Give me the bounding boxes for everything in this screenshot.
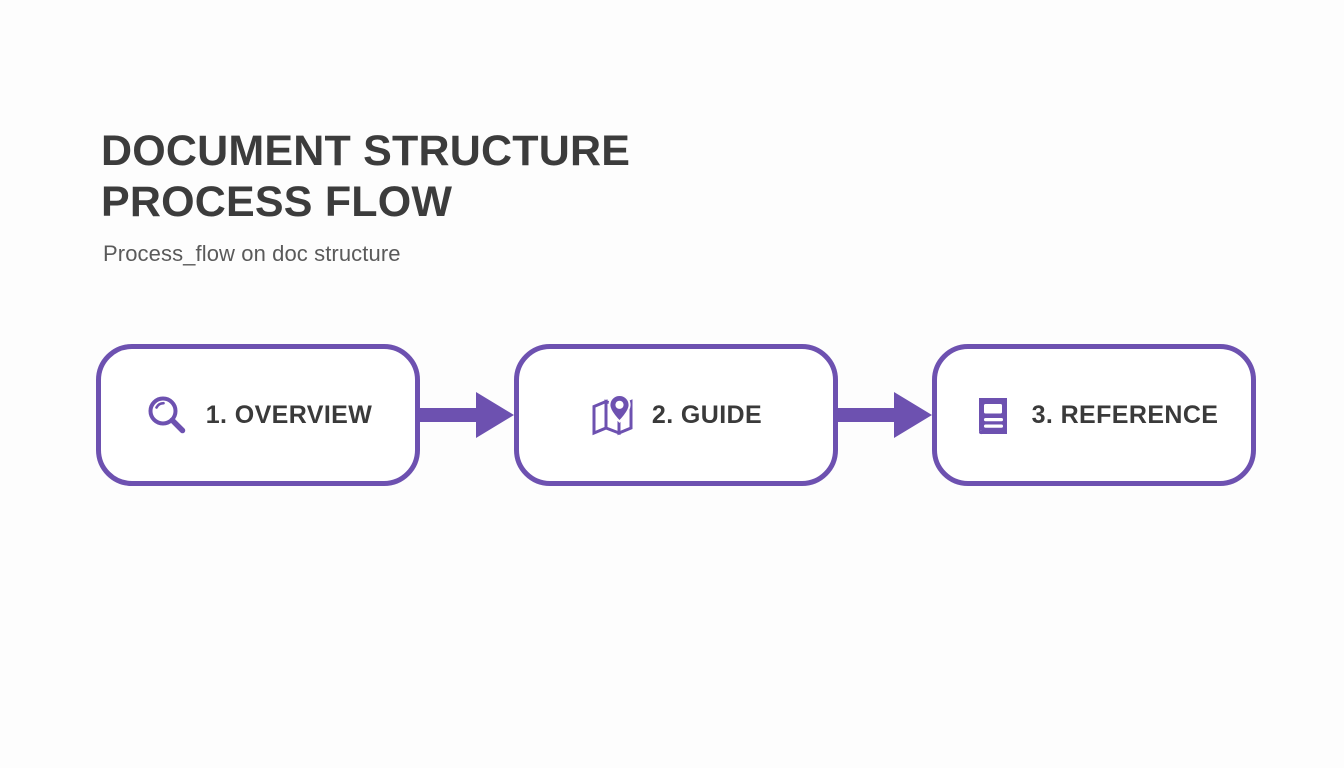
flow-arrow-2: [838, 390, 932, 440]
page-title: DOCUMENT STRUCTURE PROCESS FLOW: [101, 127, 631, 226]
map-pin-icon: [590, 392, 636, 438]
flow-node-guide[interactable]: 2. GUIDE: [514, 344, 838, 486]
flow-node-label: 1. OVERVIEW: [205, 400, 373, 429]
header: DOCUMENT STRUCTURE PROCESS FLOW Process_…: [101, 126, 1001, 267]
page-subtitle: Process_flow on doc structure: [103, 241, 401, 267]
flow-node-reference[interactable]: 3. REFERENCE: [932, 344, 1256, 486]
flow-node-label: 3. REFERENCE: [1031, 400, 1219, 429]
process-flow-diagram: 1. OVERVIEW 2. GUIDE: [96, 344, 1256, 486]
flow-node-label: 2. GUIDE: [651, 400, 763, 429]
flow-arrow-1: [420, 390, 514, 440]
magnifier-icon: [144, 392, 190, 438]
flow-node-overview[interactable]: 1. OVERVIEW: [96, 344, 420, 486]
book-icon: [970, 392, 1016, 438]
